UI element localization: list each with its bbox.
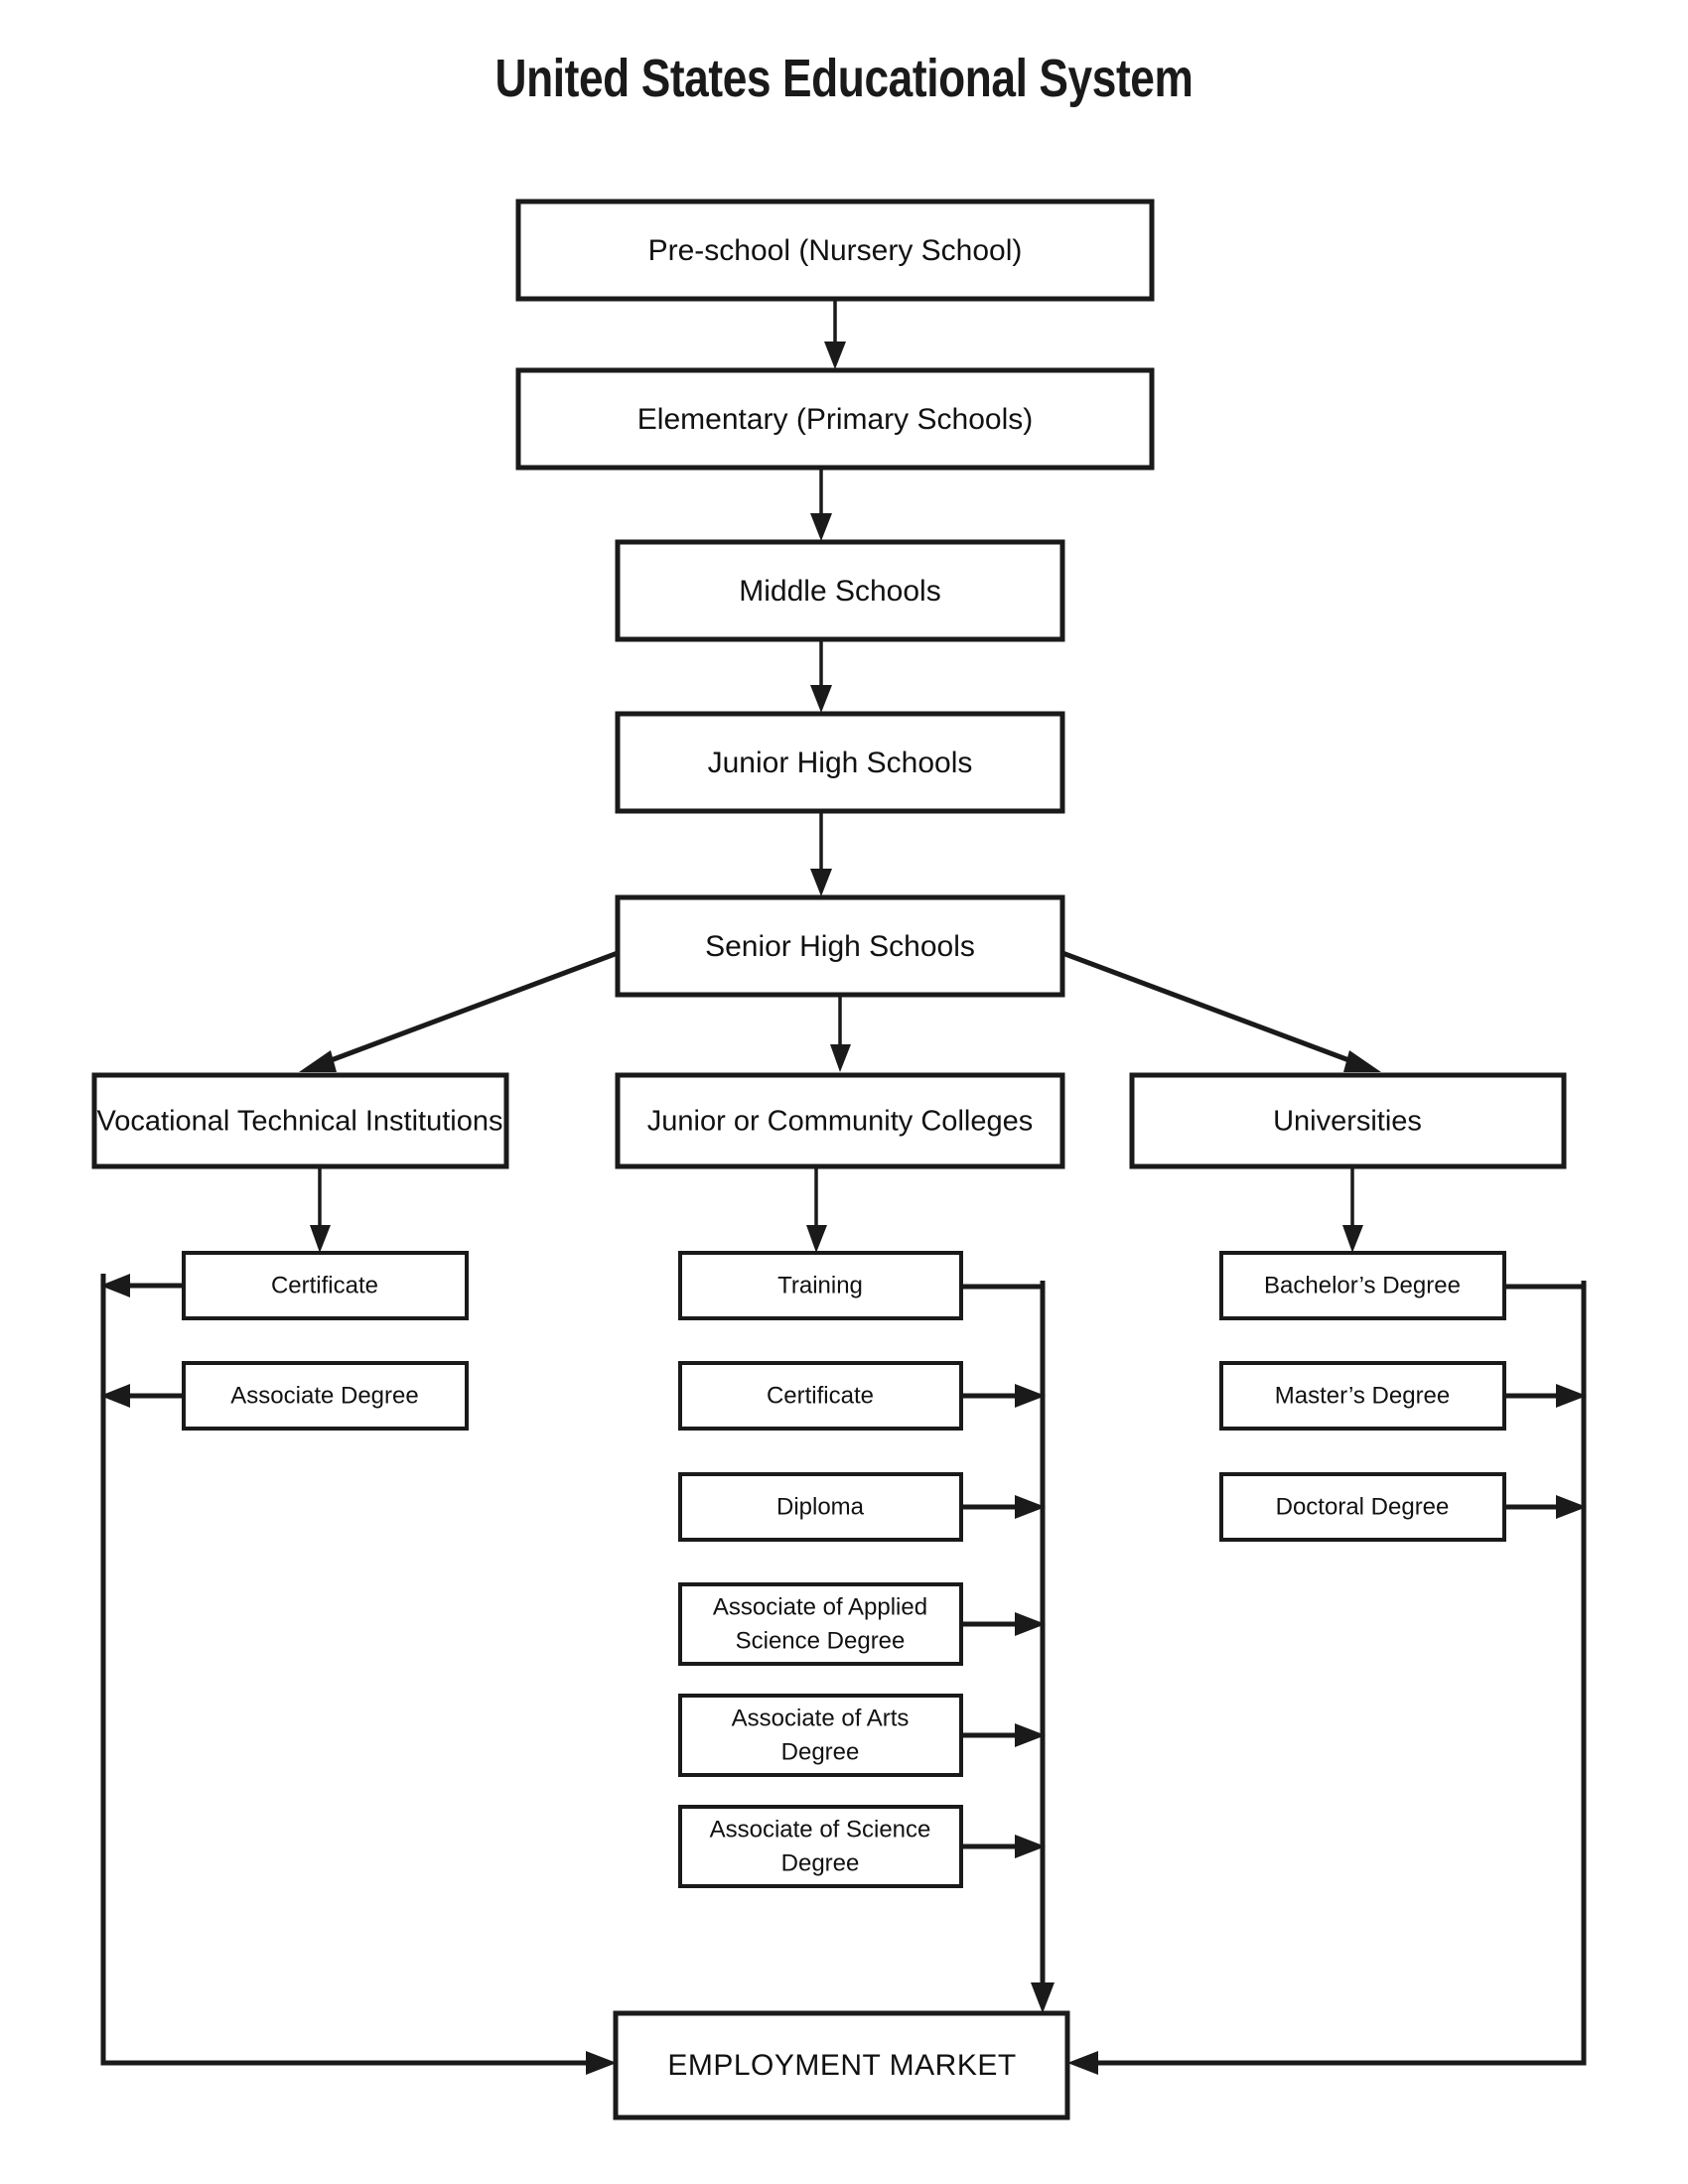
node-employment-market[interactable]: EMPLOYMENT MARKET xyxy=(613,2010,1070,2120)
employment-market-box[interactable] xyxy=(613,2010,1070,2120)
node-pre-school[interactable]: Pre-school (Nursery School) xyxy=(515,199,1155,302)
node-cc-training[interactable]: Training xyxy=(678,1251,963,1320)
edge-elementary-to-middle xyxy=(810,468,832,541)
voc-associate-degree-box[interactable] xyxy=(182,1361,469,1431)
junior-or-community-colleges-label: Junior or Community Colleges xyxy=(647,1106,1033,1138)
uni-doctoral-box[interactable] xyxy=(1219,1472,1506,1542)
vocational-technical-institutions-label: Vocational Technical Institutions xyxy=(97,1106,503,1138)
voc-certificate-box[interactable] xyxy=(182,1251,469,1320)
cc-training-label: Training xyxy=(777,1272,863,1298)
middle-schools-label: Middle Schools xyxy=(739,575,940,608)
junior-or-community-colleges-box[interactable] xyxy=(615,1072,1065,1169)
pre-school-box[interactable] xyxy=(515,199,1155,302)
edge-universities-to-bachelors xyxy=(1342,1166,1363,1253)
left-return-bus xyxy=(100,1274,617,2075)
cc-associate-arts-label-line2: Degree xyxy=(781,1738,860,1765)
cc-associate-science-label-line1: Associate of Science xyxy=(710,1816,931,1843)
page-title: United States Educational System xyxy=(494,49,1194,108)
voc-associate-degree-label: Associate Degree xyxy=(230,1382,418,1409)
uni-bachelors-box[interactable] xyxy=(1219,1251,1506,1320)
node-vocational-technical-institutions[interactable]: Vocational Technical Institutions xyxy=(91,1072,509,1169)
cc-associate-science-box[interactable] xyxy=(678,1805,963,1888)
node-uni-bachelors[interactable]: Bachelor’s Degree xyxy=(1219,1251,1506,1320)
edge-middle-to-junior-high xyxy=(810,639,832,713)
cc-associate-science-label-line2: Degree xyxy=(781,1849,860,1876)
edge-voc-certificate-to-bus xyxy=(100,1274,184,1297)
cc-associate-arts-box[interactable] xyxy=(678,1694,963,1777)
cc-certificate-box[interactable] xyxy=(678,1361,963,1431)
edge-junior-to-senior-high xyxy=(810,811,832,896)
node-senior-high-schools[interactable]: Senior High Schools xyxy=(615,894,1065,998)
employment-market-label: EMPLOYMENT MARKET xyxy=(667,2049,1016,2082)
senior-high-schools-box[interactable] xyxy=(615,894,1065,998)
node-cc-certificate[interactable]: Certificate xyxy=(678,1361,963,1431)
node-cc-associate-applied-science[interactable]: Associate of Applied Science Degree xyxy=(678,1582,963,1666)
center-return-bus xyxy=(1031,1281,1055,2013)
universities-box[interactable] xyxy=(1129,1072,1567,1169)
edge-uni-masters-to-bus xyxy=(1504,1384,1587,1408)
cc-certificate-label: Certificate xyxy=(767,1382,874,1409)
voc-certificate-label: Certificate xyxy=(271,1272,378,1298)
edge-cc-diploma-to-bus xyxy=(961,1495,1046,1519)
node-junior-or-community-colleges[interactable]: Junior or Community Colleges xyxy=(615,1072,1065,1169)
senior-high-schools-label: Senior High Schools xyxy=(705,930,975,963)
uni-bachelors-label: Bachelor’s Degree xyxy=(1264,1272,1461,1298)
node-cc-associate-arts[interactable]: Associate of Arts Degree xyxy=(678,1694,963,1777)
uni-doctoral-label: Doctoral Degree xyxy=(1276,1493,1450,1520)
edge-cc-applied-science-to-bus xyxy=(961,1612,1046,1636)
cc-associate-applied-science-label-line1: Associate of Applied xyxy=(713,1593,927,1620)
node-uni-doctoral[interactable]: Doctoral Degree xyxy=(1219,1472,1506,1542)
edge-vocational-to-certificate xyxy=(310,1166,331,1253)
cc-diploma-box[interactable] xyxy=(678,1472,963,1542)
cc-associate-applied-science-box[interactable] xyxy=(678,1582,963,1666)
elementary-label: Elementary (Primary Schools) xyxy=(637,403,1033,436)
cc-diploma-label: Diploma xyxy=(776,1493,865,1520)
edge-senior-to-community-college xyxy=(830,995,851,1072)
edge-senior-to-vocational xyxy=(299,950,619,1072)
edge-cc-arts-to-bus xyxy=(961,1723,1046,1747)
node-junior-high-schools[interactable]: Junior High Schools xyxy=(615,711,1065,814)
node-voc-certificate[interactable]: Certificate xyxy=(182,1251,469,1320)
cc-training-box[interactable] xyxy=(678,1251,963,1320)
edge-cc-certificate-to-bus xyxy=(961,1384,1046,1408)
middle-schools-box[interactable] xyxy=(615,539,1065,642)
edge-cc-science-to-bus xyxy=(961,1835,1046,1858)
node-uni-masters[interactable]: Master’s Degree xyxy=(1219,1361,1506,1431)
edge-senior-to-universities xyxy=(1061,950,1381,1072)
node-universities[interactable]: Universities xyxy=(1129,1072,1567,1169)
edge-college-to-training xyxy=(806,1166,827,1253)
edge-voc-associate-to-bus xyxy=(100,1384,184,1408)
junior-high-schools-label: Junior High Schools xyxy=(708,747,973,779)
node-voc-associate-degree[interactable]: Associate Degree xyxy=(182,1361,469,1431)
node-middle-schools[interactable]: Middle Schools xyxy=(615,539,1065,642)
junior-high-schools-box[interactable] xyxy=(615,711,1065,814)
edge-uni-doctoral-to-bus xyxy=(1504,1495,1587,1519)
right-return-bus xyxy=(1067,1281,1587,2075)
elementary-box[interactable] xyxy=(515,367,1155,471)
uni-masters-label: Master’s Degree xyxy=(1275,1382,1451,1409)
node-cc-diploma[interactable]: Diploma xyxy=(678,1472,963,1542)
cc-associate-arts-label-line1: Associate of Arts xyxy=(732,1705,910,1731)
pre-school-label: Pre-school (Nursery School) xyxy=(648,234,1023,267)
node-elementary[interactable]: Elementary (Primary Schools) xyxy=(515,367,1155,471)
edge-preschool-to-elementary xyxy=(824,299,846,369)
vocational-technical-institutions-box[interactable] xyxy=(91,1072,509,1169)
cc-associate-applied-science-label-line2: Science Degree xyxy=(736,1627,906,1654)
node-cc-associate-science[interactable]: Associate of Science Degree xyxy=(678,1805,963,1888)
universities-label: Universities xyxy=(1273,1106,1422,1138)
